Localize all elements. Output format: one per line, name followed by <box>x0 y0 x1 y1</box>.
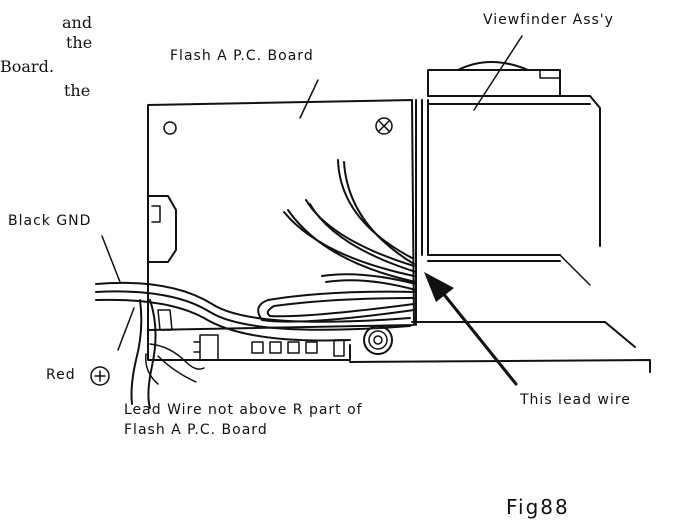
coil-inner <box>373 335 383 345</box>
chassis-divider <box>415 99 429 326</box>
viewfinder-lower-plate <box>427 254 561 262</box>
lead-wire-1 <box>337 159 413 259</box>
board-left-bracket <box>147 195 177 263</box>
label-flash-board: Flash A P.C. Board <box>170 48 314 64</box>
red-wire <box>130 299 143 405</box>
lead-wire-5 <box>283 211 415 277</box>
chassis-bottom-right <box>604 321 636 348</box>
lead-wire-3 <box>305 199 415 267</box>
label-viewfinder: Viewfinder Ass'y <box>483 12 614 28</box>
coil-outer <box>363 325 393 355</box>
viewfinder-lower-slope <box>559 254 591 286</box>
red-wire-branch <box>147 299 157 409</box>
wire-tufts <box>145 343 205 385</box>
figure-label: Fig88 <box>506 495 570 519</box>
component-block <box>193 334 219 361</box>
harness-clip <box>157 309 173 331</box>
label-note-line-2: Flash A P.C. Board <box>124 422 268 438</box>
label-note-line-1: Lead Wire not above R part of <box>124 402 363 418</box>
leader-flash-board <box>299 79 319 119</box>
chassis-base-line <box>349 359 651 373</box>
text-fragment-line-4: the <box>64 81 91 100</box>
leader-viewfinder <box>473 35 523 111</box>
viewfinder-right-edge <box>589 95 601 247</box>
text-fragment-line-2: the <box>66 33 93 52</box>
board-mount-hole-left <box>163 121 177 135</box>
viewfinder-top-curve <box>457 61 529 71</box>
leader-red <box>117 307 135 351</box>
lead-wire-7 <box>321 273 417 285</box>
pad-5 <box>333 339 345 357</box>
lead-wire-4 <box>309 203 417 273</box>
plus-circle-icon <box>90 366 110 386</box>
label-red: Red <box>46 367 76 383</box>
harness-wire-1 <box>95 281 411 323</box>
lead-wire-6 <box>287 209 417 283</box>
lead-wire-2 <box>343 161 415 265</box>
arrow-shaft <box>440 290 518 386</box>
text-fragment-line-1: and <box>62 13 93 32</box>
arrow-head <box>424 272 454 302</box>
coil-middle <box>368 330 388 350</box>
board-screw <box>375 117 393 135</box>
circuit-strip <box>147 329 351 361</box>
board-left-slot <box>151 205 161 223</box>
label-black-gnd: Black GND <box>8 213 92 229</box>
lead-wire-loop-outer <box>257 290 417 323</box>
pad-4 <box>305 341 318 354</box>
pad-2 <box>269 341 282 354</box>
flash-board-outline <box>147 99 415 331</box>
leader-black-gnd <box>101 235 121 283</box>
text-fragment-line-3: Board. <box>0 57 54 76</box>
pad-1 <box>251 341 264 354</box>
plus-sign-icon <box>94 370 106 382</box>
lead-wire-loop-inner <box>266 297 415 318</box>
label-lead-wire: This lead wire <box>520 392 631 408</box>
harness-wire-2 <box>95 290 411 331</box>
pad-3 <box>287 341 300 354</box>
viewfinder-rails <box>427 95 591 105</box>
board-screw-cross <box>378 120 390 132</box>
viewfinder-top-notch <box>539 69 561 79</box>
lead-wire-8 <box>325 279 417 291</box>
